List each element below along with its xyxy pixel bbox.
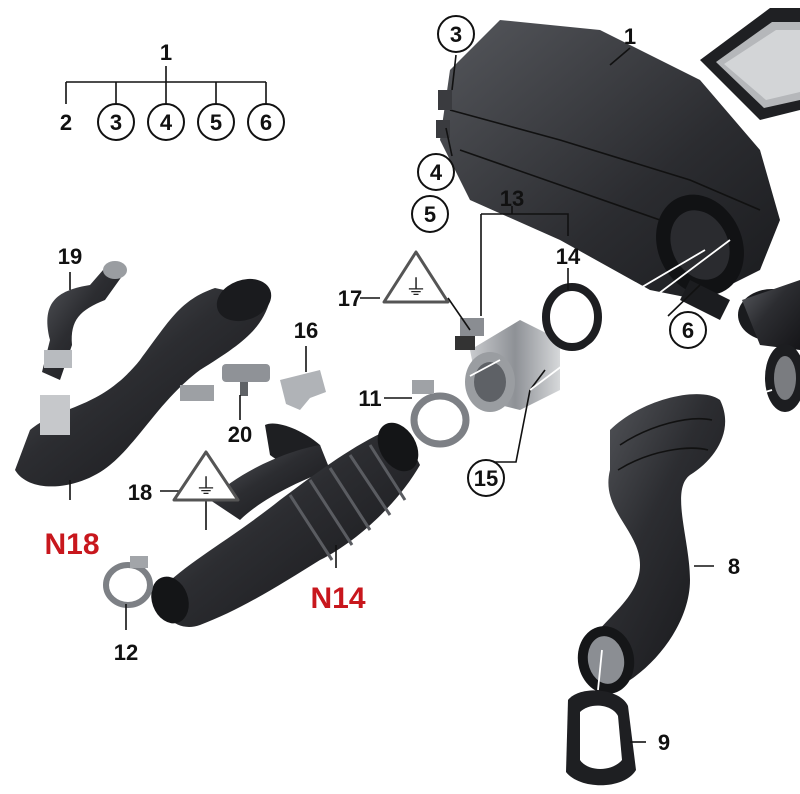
circle-part-15 [467, 459, 505, 497]
crankcase-vent-hose-19 [42, 261, 127, 380]
part-tree-legend: 1 2 3 4 5 6 [60, 40, 285, 141]
pressure-sensor-20 [180, 364, 270, 401]
tree-root-label: 1 [160, 40, 172, 65]
label-part-4: 4 [430, 160, 443, 185]
tree-label-3: 3 [110, 110, 122, 135]
air-intake-grille-9 [566, 690, 636, 786]
plug-icon: ⏚ [195, 475, 217, 500]
intake-pipe-n18 [15, 278, 272, 487]
air-mass-meter [455, 318, 560, 412]
label-part-9: 9 [658, 730, 670, 755]
label-part-17: 17 [338, 286, 362, 311]
label-part-12: 12 [114, 640, 138, 665]
hose-clamp-12 [103, 556, 153, 608]
warning-icon-18: ⏚ [172, 450, 240, 502]
tree-label-6: 6 [260, 110, 272, 135]
tree-circle-4 [147, 103, 185, 141]
corrugated-hose-n14 [151, 422, 420, 627]
circle-part-3 [437, 15, 475, 53]
bracket-16 [280, 370, 326, 410]
air-duct-8 [577, 394, 726, 694]
label-part-3: 3 [450, 22, 462, 47]
label-part-5: 5 [424, 202, 436, 227]
label-part-14: 14 [556, 244, 581, 269]
plug-icon: ⏚ [405, 276, 427, 301]
tree-label-5: 5 [210, 110, 222, 135]
label-group-n14: N14 [310, 582, 365, 615]
vent-hose-n14 [210, 423, 330, 520]
warning-icon-17: ⏚ [382, 250, 450, 304]
tree-label-2: 2 [60, 110, 72, 135]
circle-part-5 [411, 195, 449, 233]
label-part-16: 16 [294, 318, 318, 343]
callout-labels: 1 3 4 5 13 14 6 17 11 15 16 20 19 18 12 … [44, 15, 740, 755]
circle-part-6 [669, 311, 707, 349]
tree-circle-6 [247, 103, 285, 141]
air-filter-element [700, 8, 800, 120]
leader-lines [69, 47, 773, 743]
hose-clamp-11 [410, 380, 470, 448]
label-group-n18: N18 [44, 528, 99, 561]
label-part-1: 1 [624, 24, 636, 49]
label-part-8: 8 [728, 554, 740, 579]
intake-snorkel [738, 280, 800, 412]
label-part-13: 13 [500, 186, 524, 211]
tree-label-4: 4 [160, 110, 173, 135]
label-part-20: 20 [228, 422, 252, 447]
label-part-18: 18 [128, 480, 152, 505]
label-part-6: 6 [682, 318, 694, 343]
tree-circle-5 [197, 103, 235, 141]
label-part-11: 11 [358, 386, 381, 411]
sealing-ring [542, 283, 602, 351]
label-part-15: 15 [474, 466, 498, 491]
circle-part-4 [417, 153, 455, 191]
tree-circle-3 [97, 103, 135, 141]
label-part-19: 19 [58, 244, 82, 269]
